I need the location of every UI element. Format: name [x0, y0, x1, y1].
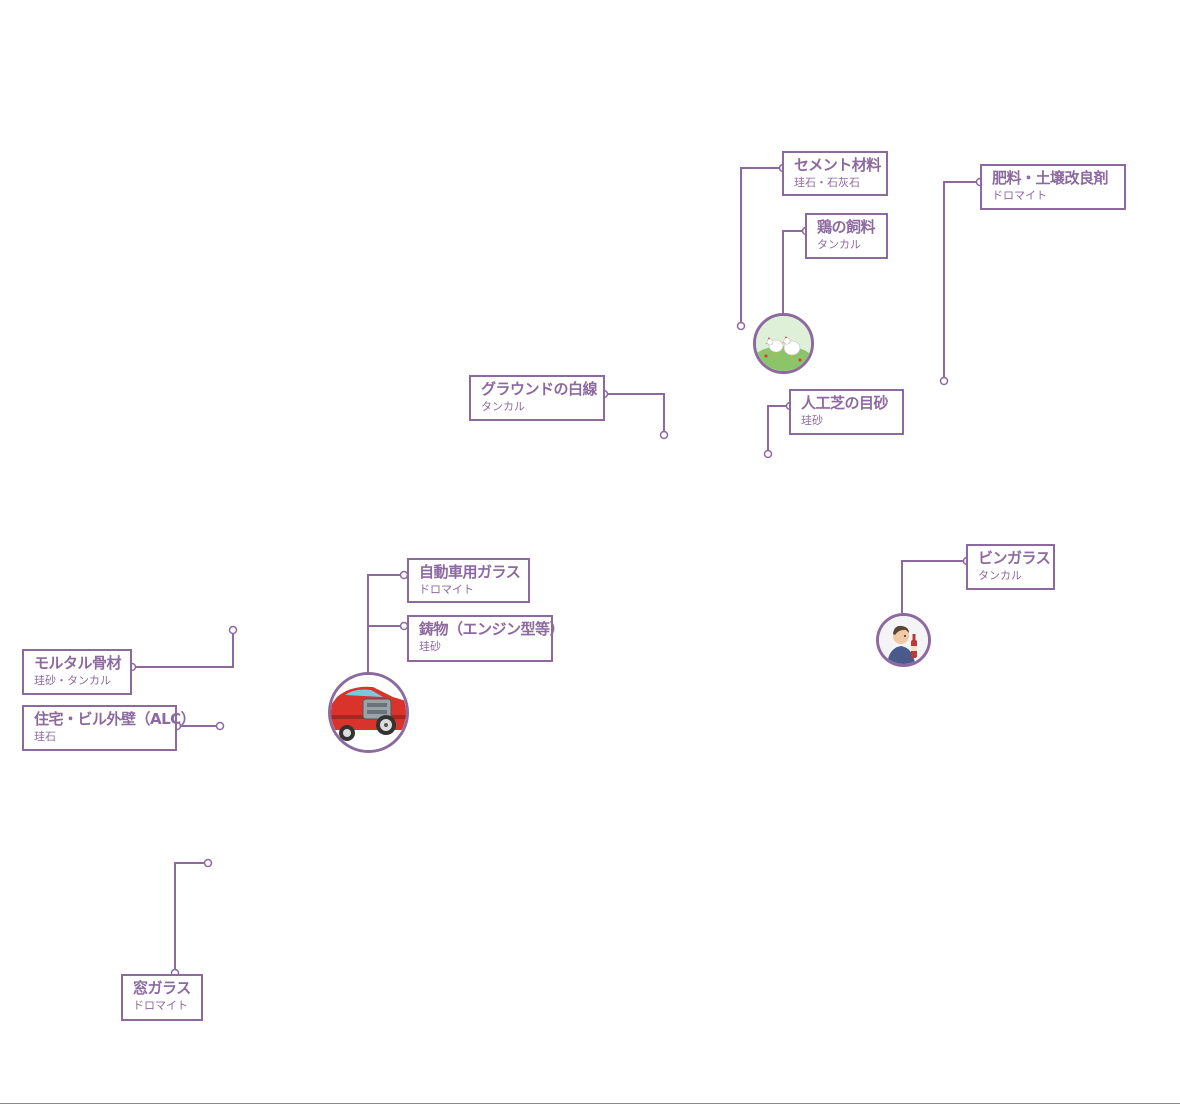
connector-window: [174, 862, 208, 973]
node-dot: [215, 721, 225, 731]
node-dot: [939, 376, 949, 386]
label-ground-lines: グラウンドの白線 タンカル: [469, 375, 605, 421]
connector-mortar: [132, 630, 234, 668]
label-title: 住宅・ビル外壁（ALC）: [34, 710, 196, 728]
label-subtitle: 珪砂: [419, 640, 441, 653]
label-title: 鋳物（エンジン型等）: [419, 620, 565, 638]
label-car-glass: 自動車用ガラス ドロマイト: [407, 558, 530, 603]
label-subtitle: 珪石・石灰石: [794, 176, 860, 189]
connector-turf: [767, 405, 790, 454]
label-chicken-feed: 鶏の飼料 タンカル: [805, 213, 888, 259]
label-window-glass: 窓ガラス ドロマイト: [121, 974, 203, 1021]
label-subtitle: タンカル: [481, 400, 525, 413]
label-subtitle: タンカル: [978, 569, 1022, 582]
car-engine-illustration-icon: [328, 672, 409, 753]
label-title: ビンガラス: [978, 549, 1051, 567]
label-subtitle: 珪砂: [801, 414, 823, 427]
bottom-divider: [0, 1103, 1180, 1104]
label-fertilizer: 肥料・土壌改良剤 ドロマイト: [980, 164, 1126, 210]
node-dot: [228, 625, 238, 635]
label-artificial-turf: 人工芝の目砂 珪砂: [789, 389, 904, 435]
label-subtitle: 珪石: [34, 730, 56, 743]
label-subtitle: ドロマイト: [992, 189, 1047, 202]
label-title: グラウンドの白線: [481, 380, 598, 398]
label-title: 肥料・土壌改良剤: [992, 169, 1109, 187]
connector-bottle: [901, 560, 967, 613]
label-title: セメント材料: [794, 156, 881, 174]
label-alc-wall: 住宅・ビル外壁（ALC） 珪石: [22, 705, 196, 751]
label-title: 窓ガラス: [133, 979, 191, 997]
label-subtitle: タンカル: [817, 238, 861, 251]
label-title: 人工芝の目砂: [801, 394, 889, 412]
node-dot: [736, 321, 746, 331]
chickens-illustration-icon: [753, 313, 814, 374]
connector-car: [367, 574, 404, 673]
connector-cement: [740, 167, 783, 326]
node-dot: [763, 449, 773, 459]
label-bottle-glass: ビンガラス タンカル: [966, 544, 1055, 590]
label-subtitle: ドロマイト: [133, 999, 188, 1012]
label-subtitle: 珪砂・タンカル: [34, 674, 111, 687]
label-mortar: モルタル骨材 珪砂・タンカル: [22, 649, 132, 695]
connector-fertilizer: [943, 181, 980, 381]
label-title: 自動車用ガラス: [419, 563, 521, 581]
connector-ground: [604, 393, 665, 435]
node-dot: [659, 430, 669, 440]
node-dot: [203, 858, 213, 868]
label-subtitle: ドロマイト: [419, 583, 474, 596]
label-title: 鶏の飼料: [817, 218, 876, 236]
label-casting: 鋳物（エンジン型等） 珪砂: [407, 615, 565, 662]
man-with-bottle-illustration-icon: [876, 613, 931, 667]
connector-chicken: [782, 230, 806, 318]
label-cement: セメント材料 珪石・石灰石: [782, 151, 888, 196]
label-title: モルタル骨材: [34, 654, 122, 672]
